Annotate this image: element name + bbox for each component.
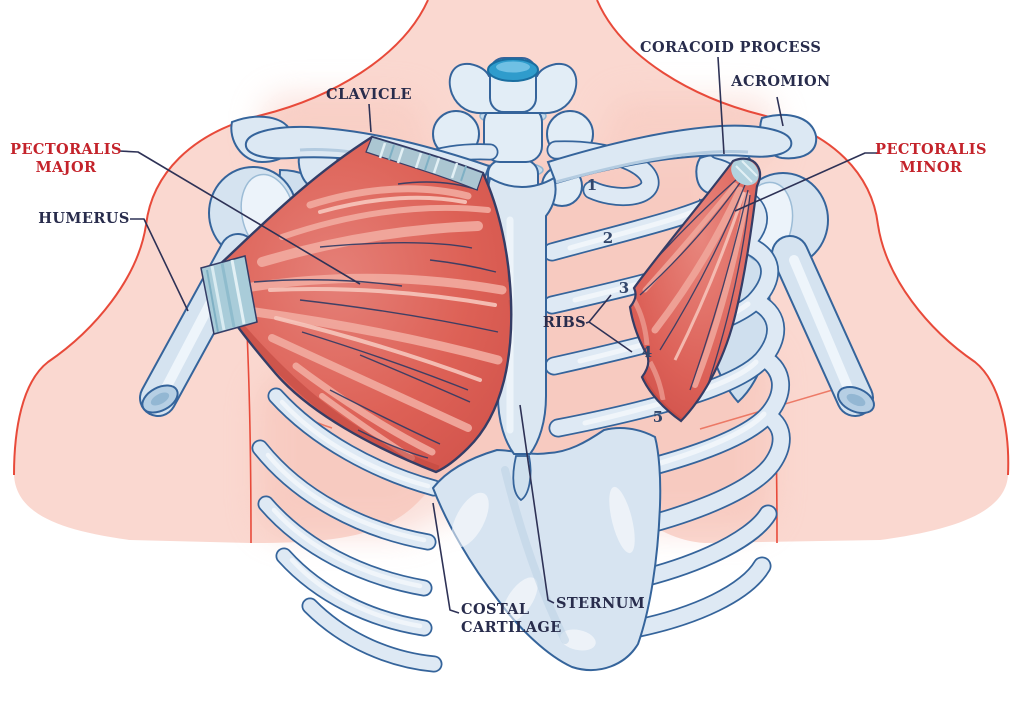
label-text: COSTAL (461, 601, 530, 618)
label-text: MINOR (899, 158, 963, 176)
humerus-right (771, 235, 875, 417)
leader-ribs (585, 294, 633, 353)
label-acromion: ACROMION (726, 73, 836, 91)
leader-pectoralis-major (118, 150, 361, 285)
label-text: MAJOR (35, 158, 97, 176)
rib-number-5: 5 (652, 408, 664, 426)
rib-number-4: 4 (641, 343, 653, 361)
pec-minor-tendon (731, 158, 759, 186)
label-text: CARTILAGE (461, 618, 562, 636)
pec-major-clavicular-tendon (365, 136, 484, 191)
leader-lines (118, 56, 878, 614)
label-text: PECTORALIS (10, 141, 122, 158)
label-pectoralis-major: PECTORALIS MAJOR (10, 141, 122, 176)
label-coracoid-process: CORACOID PROCESS (640, 39, 822, 57)
label-clavicle: CLAVICLE (306, 86, 432, 104)
label-pectoralis-minor: PECTORALIS MINOR (872, 141, 990, 176)
rib-number-2: 2 (602, 229, 614, 247)
rib-number-3: 3 (618, 279, 630, 297)
costal-cartilage-bone (431, 427, 662, 671)
label-text: HUMERUS (38, 210, 130, 227)
label-text: ACROMION (731, 73, 831, 90)
leader-humerus (130, 218, 189, 312)
pec-major-humeral-tendon (200, 255, 258, 335)
label-costal-cartilage: COSTAL CARTILAGE (461, 601, 562, 636)
label-ribs: RIBS (514, 314, 586, 332)
rib-number-1: 1 (586, 176, 598, 194)
pectoralis-minor-muscle (628, 157, 762, 423)
label-sternum: STERNUM (556, 595, 645, 613)
leader-coracoid-process (717, 56, 725, 155)
pectoralis-major-muscle (200, 135, 513, 474)
label-text: CLAVICLE (326, 86, 412, 103)
leader-clavicle (368, 103, 372, 133)
leader-acromion (776, 96, 784, 127)
leader-pectoralis-minor (734, 152, 878, 212)
leader-costal-cartilage (432, 502, 460, 614)
label-text: STERNUM (556, 595, 646, 612)
label-text: PECTORALIS (875, 141, 987, 158)
label-humerus: HUMERUS (34, 210, 134, 228)
label-text: RIBS (542, 314, 586, 331)
leader-sternum (519, 404, 555, 604)
xiphoid-process (512, 455, 532, 502)
label-text: CORACOID PROCESS (640, 39, 822, 56)
